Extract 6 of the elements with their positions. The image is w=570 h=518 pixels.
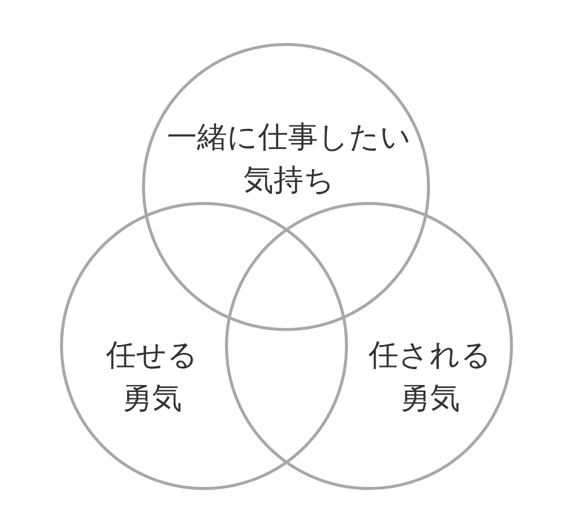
venn-circle [142, 43, 430, 331]
circle-label: 一緒に仕事したい気持ち [166, 119, 412, 200]
circle-label: 任せる勇気 [105, 337, 199, 418]
venn-circle [225, 202, 513, 490]
venn-circle [60, 202, 348, 490]
circle-label: 任される勇気 [368, 337, 492, 418]
